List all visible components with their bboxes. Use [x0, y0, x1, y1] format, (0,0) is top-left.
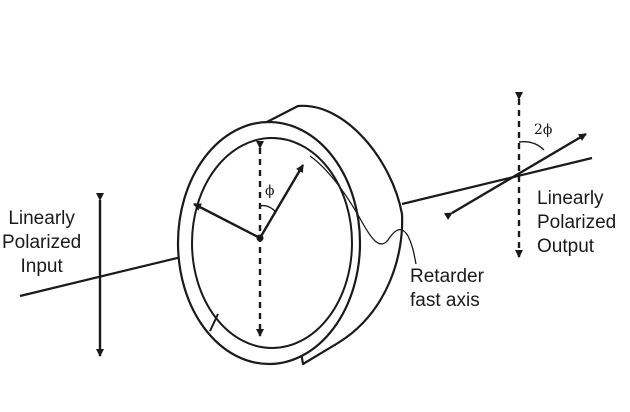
output-label: Linearly Polarized Output — [537, 187, 616, 259]
fast-axis-arrow — [258, 164, 305, 239]
retarder-leader-line — [309, 155, 417, 265]
retarder-inner-disk — [191, 137, 353, 349]
phi-label: ϕ — [265, 183, 275, 199]
phi-angle-arc — [259, 204, 277, 213]
retarder-label-line-1: Retarder — [410, 266, 484, 287]
ring-tick-mark — [209, 313, 219, 332]
retarder-label-line-2: fast axis — [410, 290, 480, 311]
two-phi-angle-arc — [518, 140, 545, 151]
input-label-line-1: Linearly — [8, 208, 75, 229]
output-label-line-2: Polarized — [537, 212, 617, 233]
output-polarization-arrow — [443, 132, 587, 221]
input-label: Linearly Polarized Input — [2, 207, 81, 279]
retarder-fast-axis-label: Retarder fast axis — [410, 265, 484, 313]
slow-axis-arrow — [193, 202, 261, 240]
two-phi-label: 2ϕ — [534, 122, 552, 138]
input-label-line-3: Input — [20, 256, 63, 277]
output-label-line-1: Linearly — [537, 188, 604, 209]
output-label-line-3: Output — [537, 236, 595, 257]
input-label-line-2: Polarized — [2, 232, 82, 253]
disk-center-dot — [256, 234, 264, 242]
